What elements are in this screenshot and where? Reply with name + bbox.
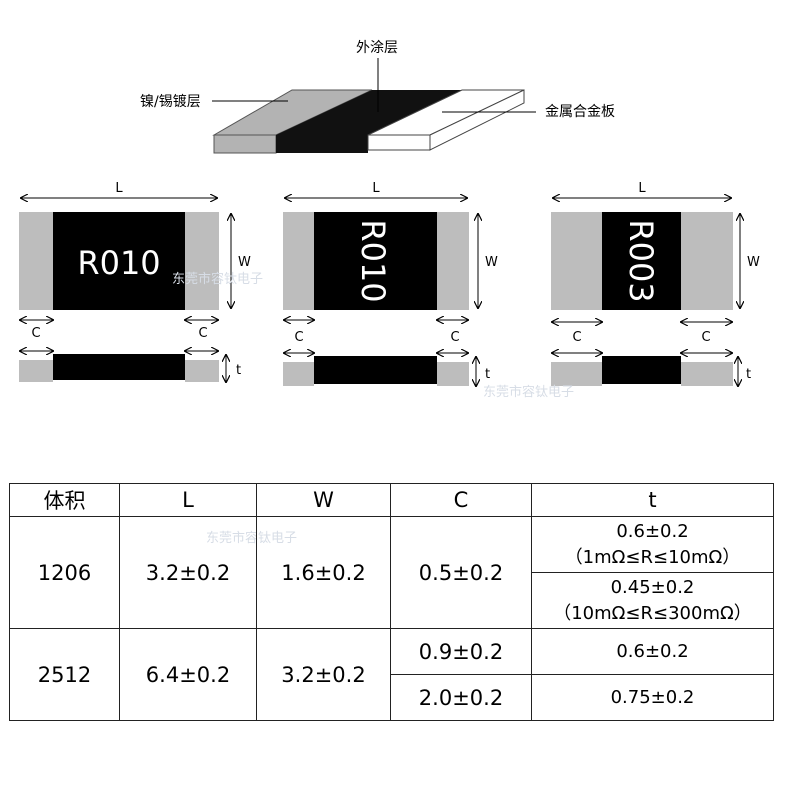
t-note: （1mΩ≤R≤10mΩ） — [564, 546, 741, 568]
chip-3-side-view — [551, 353, 738, 386]
layer-callouts — [212, 58, 536, 113]
table-row: 0.45±0.2 （10mΩ≤R≤300mΩ） — [10, 572, 774, 629]
W-1206: 1.6±0.2 — [256, 516, 391, 629]
layer-stack-3d — [212, 89, 525, 154]
t-value: 0.6±0.2 — [616, 520, 689, 542]
chip-3-C-label-left: C — [572, 330, 581, 345]
C-1206: 0.5±0.2 — [390, 516, 532, 629]
chip-2-side-view — [283, 353, 476, 386]
chip-2-L-label: L — [372, 181, 380, 196]
table-row: 1206 3.2±0.2 1.6±0.2 0.5±0.2 0.6±0.2 （1m… — [9, 516, 774, 629]
L-2512: 6.4±0.2 — [119, 628, 257, 721]
chip-2-C-label-right: C — [450, 330, 459, 345]
C-2512-b: 2.0±0.2 — [390, 674, 532, 721]
plating-label: 镍/锡镀层 — [140, 93, 201, 110]
chip-3-C-label-right: C — [701, 330, 710, 345]
t-2512-b: 0.75±0.2 — [531, 674, 774, 721]
chip-1-top-view — [19, 212, 219, 310]
header-size: 体积 — [9, 483, 120, 517]
size-2512: 2512 — [9, 628, 120, 721]
chip-2-top-view — [283, 212, 469, 310]
chip-1-C-label-left: C — [31, 326, 40, 341]
chip-3-t-label: t — [746, 367, 751, 382]
chip-2-marking: R010 — [354, 219, 392, 302]
chip-3-W-label: W — [747, 255, 760, 270]
chip-1-L-label: L — [115, 181, 123, 196]
size-1206: 1206 — [9, 516, 120, 629]
chip-1-marking: R010 — [77, 244, 160, 282]
chip-1-side-view — [19, 351, 226, 382]
L-1206: 3.2±0.2 — [119, 516, 257, 629]
table-row: 2512 6.4±0.2 3.2±0.2 0.9±0.2 0.6±0.2 — [9, 628, 774, 721]
chip-3-top-view — [551, 212, 733, 310]
spec-table: 体积 L W C t 1206 3.2±0.2 1.6±0.2 0.5±0.2 … — [9, 483, 774, 721]
chip-1-W-label: W — [238, 255, 251, 270]
W-2512: 3.2±0.2 — [256, 628, 391, 721]
header-L: L — [119, 483, 257, 517]
chip-1-C-label-right: C — [198, 326, 207, 341]
header-t: t — [531, 483, 774, 517]
chip-2-C-label-left: C — [294, 330, 303, 345]
t-value: 0.45±0.2 — [610, 576, 695, 598]
header-row: 体积 L W C t — [9, 483, 774, 517]
t-2512-a: 0.6±0.2 — [531, 628, 774, 675]
C-2512-a: 0.9±0.2 — [390, 628, 532, 675]
table-row: 2.0±0.2 0.75±0.2 — [10, 674, 774, 721]
resistor-diagram: 外涂层 镍/锡镀层 金属合金板 R010 L W C C t R010 L — [19, 40, 760, 470]
t-1206-low: 0.6±0.2 （1mΩ≤R≤10mΩ） — [531, 516, 774, 573]
chip-3-marking: R003 — [622, 219, 660, 302]
header-C: C — [390, 483, 532, 517]
chip-2-W-label: W — [485, 255, 498, 270]
chip-1-t-label: t — [236, 363, 241, 378]
t-1206-high: 0.45±0.2 （10mΩ≤R≤300mΩ） — [531, 572, 774, 629]
t-note: （10mΩ≤R≤300mΩ） — [553, 602, 752, 624]
outer-coating-label: 外涂层 — [356, 40, 398, 56]
chip-3-L-label: L — [638, 181, 646, 196]
header-W: W — [256, 483, 391, 517]
chip-2-t-label: t — [485, 367, 490, 382]
alloy-plate-label: 金属合金板 — [545, 104, 615, 120]
